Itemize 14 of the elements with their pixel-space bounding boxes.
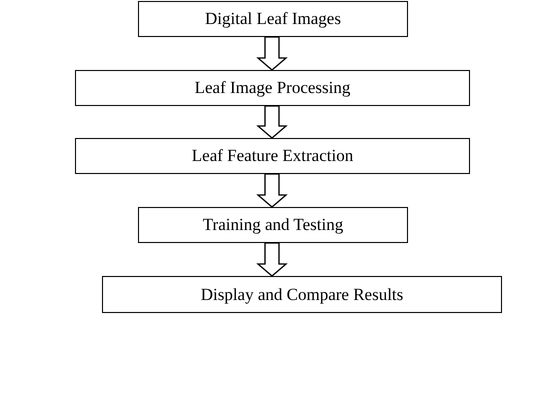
box-label: Digital Leaf Images — [205, 9, 341, 29]
process-box — [102, 276, 502, 313]
process-box — [138, 207, 408, 243]
block-arrow — [256, 242, 288, 277]
block-arrow — [256, 36, 288, 71]
process-box — [75, 70, 470, 106]
box-label: Training and Testing — [202, 215, 344, 235]
box-label: Display and Compare Results — [200, 284, 404, 304]
block-arrow — [256, 173, 288, 208]
block-arrow — [256, 105, 288, 139]
process-box — [138, 1, 408, 37]
process-box — [75, 138, 470, 174]
box-label: Leaf Image Processing — [194, 78, 350, 98]
box-label: Leaf Feature Extraction — [192, 146, 354, 166]
